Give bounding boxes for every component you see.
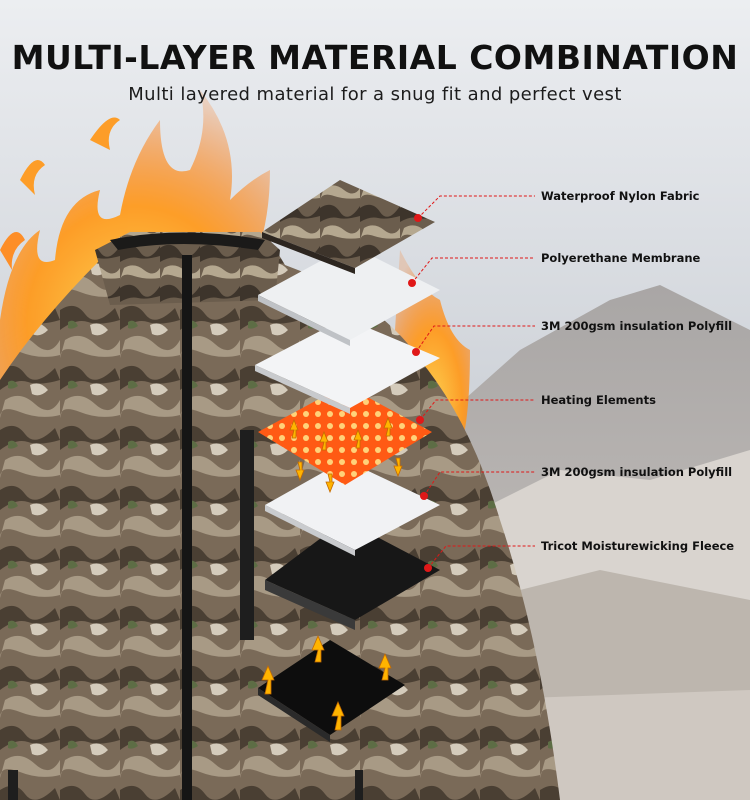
- heat-arrow-icon: [311, 634, 325, 663]
- heat-arrow-icon: [261, 664, 275, 695]
- page-title: MULTI-LAYER MATERIAL COMBINATION: [11, 38, 739, 77]
- heat-arrow-icon: [289, 418, 299, 439]
- layer-insulation-1: [255, 318, 440, 408]
- heat-arrow-icon: [353, 428, 363, 449]
- heat-arrow-icon: [383, 416, 393, 437]
- heating-panel: [258, 640, 405, 735]
- layer-label-insulation-2: 3M 200gsm insulation Polyfill: [541, 465, 733, 479]
- layer-stack: [255, 180, 440, 742]
- heat-arrow-icon: [331, 700, 345, 731]
- layer-label-membrane: Polyerethane Membrane: [541, 251, 701, 265]
- heat-arrow-icon: [393, 457, 403, 478]
- leader-dots: [408, 214, 432, 572]
- heat-arrow-icon: [378, 652, 392, 681]
- heat-arrow-icon: [319, 430, 329, 451]
- layer-heating-elements: [258, 385, 432, 485]
- layer-fleece: [265, 520, 440, 620]
- layer-label-heating: Heating Elements: [541, 393, 656, 407]
- layer-label-insulation-1: 3M 200gsm insulation Polyfill: [541, 319, 733, 333]
- camo-jacket: [0, 232, 560, 800]
- layer-nylon: [262, 180, 435, 268]
- heat-arrows: [261, 416, 403, 731]
- heat-arrow-icon: [325, 473, 335, 494]
- layer-label-nylon: Waterproof Nylon Fabric: [541, 189, 700, 203]
- chest-pocket-zipper: [240, 430, 254, 640]
- layer-insulation-2: [265, 460, 440, 550]
- leader-lines: [411, 195, 535, 569]
- layer-membrane: [258, 245, 440, 340]
- heat-arrow-icon: [295, 461, 305, 482]
- page-subtitle: Multi layered material for a snug fit an…: [128, 84, 622, 105]
- main-zipper: [182, 255, 192, 800]
- layer-label-fleece: Tricot Moisturewicking Fleece: [541, 539, 735, 553]
